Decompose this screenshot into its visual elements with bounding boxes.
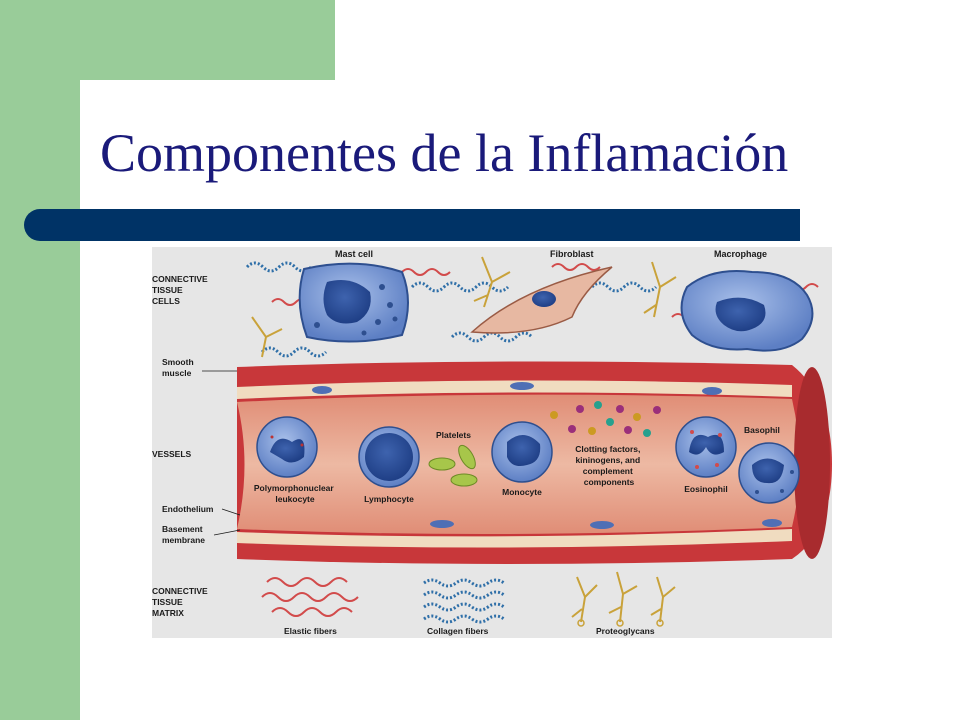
- mast-cell: [298, 262, 409, 343]
- plasma-factor-molecules: [550, 401, 661, 437]
- eosinophil: [675, 416, 737, 478]
- fibroblast: [470, 266, 613, 334]
- plasma-factors-label: Clotting factors, kininogens, and comple…: [575, 444, 643, 487]
- fibroblast-label: Fibroblast: [550, 249, 594, 259]
- macrophage: [680, 270, 814, 352]
- endothelium-pointer: [221, 508, 241, 516]
- basement-membrane-label: Basement membrane: [162, 524, 205, 545]
- basophil: [738, 442, 800, 504]
- endothelium-label: Endothelium: [162, 504, 214, 514]
- elastic-fibers: [261, 577, 359, 617]
- collagen-fibers-label: Collagen fibers: [427, 626, 489, 636]
- connective-tissue-matrix-label: CONNECTIVE TISSUE MATRIX: [152, 586, 210, 618]
- green-accent-strip: [0, 0, 80, 720]
- platelets-label: Platelets: [436, 430, 471, 440]
- elastic-fibers-label: Elastic fibers: [284, 626, 337, 636]
- pmn-label: Polymorphonuclear leukocyte: [254, 483, 336, 504]
- title-underline-bar: [24, 209, 800, 241]
- platelets: [428, 444, 478, 487]
- diagram-svg: Mast cell Fibroblast Macrophage CONNECTI…: [152, 247, 832, 638]
- basement-membrane-pointer: [213, 529, 241, 536]
- mast-cell-label: Mast cell: [335, 249, 373, 259]
- vessels-label: VESSELS: [152, 449, 192, 459]
- pmn-leukocyte: [256, 416, 318, 478]
- eosinophil-label: Eosinophil: [684, 484, 727, 494]
- connective-tissue-cells-label: CONNECTIVE TISSUE CELLS: [152, 274, 210, 306]
- lymphocyte-label: Lymphocyte: [364, 494, 414, 504]
- proteoglycans-label: Proteoglycans: [596, 626, 655, 636]
- smooth-muscle-label: Smooth muscle: [162, 357, 196, 378]
- green-accent-block: [0, 0, 335, 80]
- lymphocyte: [358, 426, 420, 488]
- basophil-label: Basophil: [744, 425, 780, 435]
- monocyte: [491, 421, 553, 483]
- proteoglycans: [571, 571, 676, 627]
- inflammation-diagram: Mast cell Fibroblast Macrophage CONNECTI…: [152, 247, 832, 638]
- slide-title: Componentes de la Inflamación: [100, 123, 789, 183]
- macrophage-label: Macrophage: [714, 249, 767, 259]
- monocyte-label: Monocyte: [502, 487, 542, 497]
